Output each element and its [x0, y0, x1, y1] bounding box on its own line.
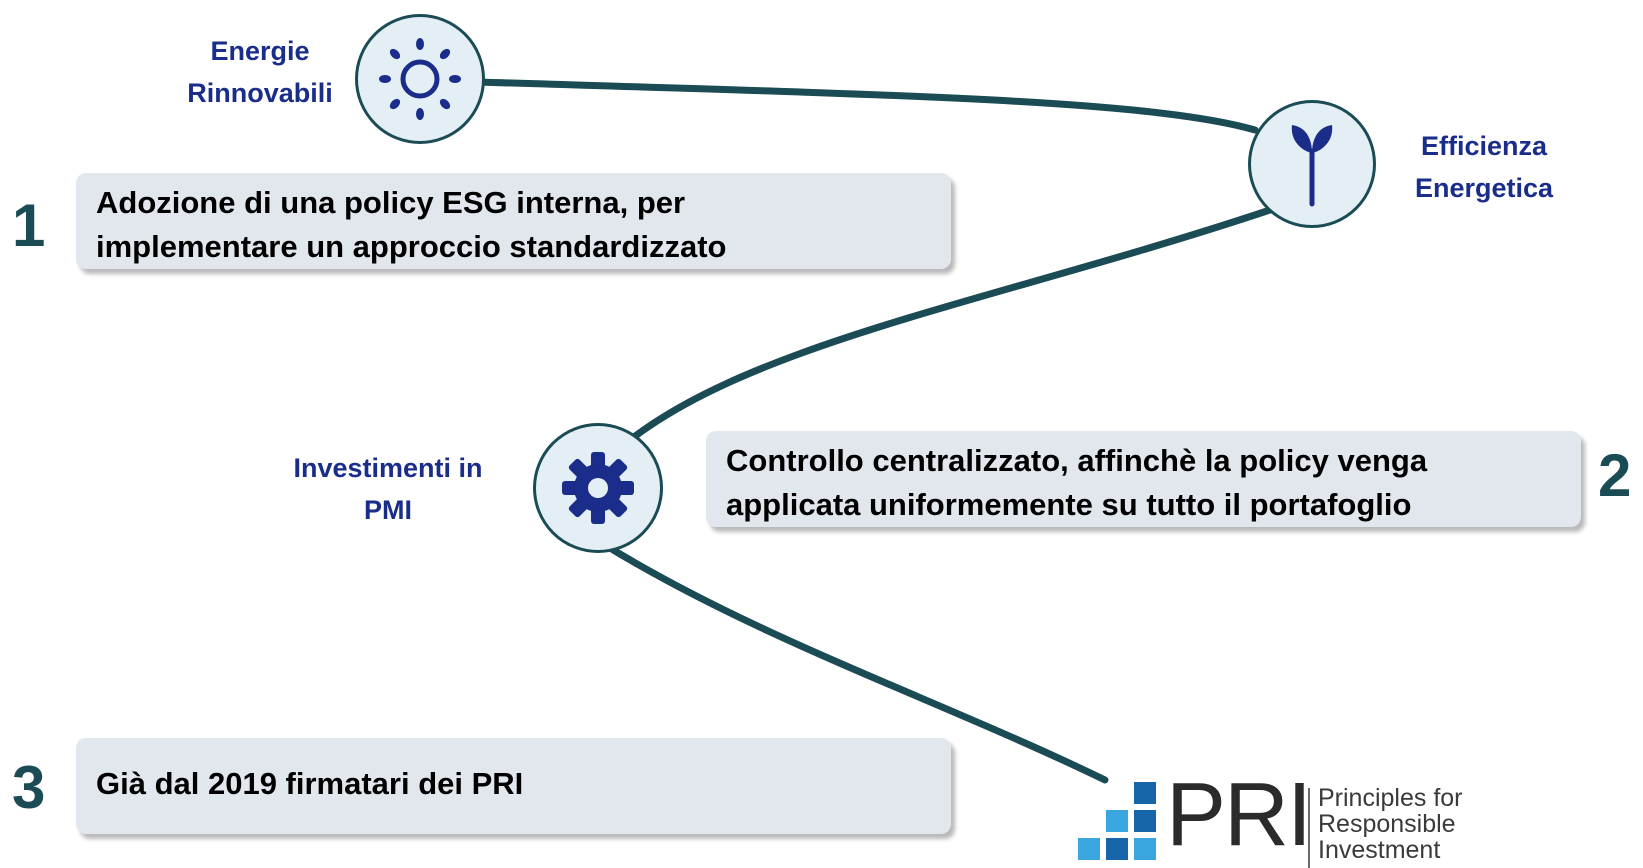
sme-investment-label-line1: Investimenti in	[293, 453, 483, 483]
sme-investment-label: Investimenti in PMI	[268, 447, 508, 531]
step-1-text-line2: implementare un approccio standardizzato	[96, 229, 727, 264]
renewable-energy-label-line2: Rinnovabili	[187, 78, 333, 108]
pri-logo-wordmark: PRI	[1166, 765, 1312, 865]
step-2-text-line1: Controllo centralizzato, affinchè la pol…	[726, 443, 1428, 478]
renewable-energy-label: Energie Rinnovabili	[160, 30, 360, 114]
energy-efficiency-label: Efficienza Energetica	[1384, 125, 1584, 209]
pri-logo-tagline-line3: Investment	[1318, 836, 1441, 864]
pri-logo-divider	[1308, 788, 1310, 868]
pri-logo-tagline: Principles for Responsible Investment	[1318, 785, 1463, 863]
step-3-number: 3	[12, 754, 46, 821]
pri-logo-tagline-line1: Principles for	[1318, 784, 1463, 812]
step-1-number: 1	[12, 192, 46, 259]
pri-logo-tagline-line2: Responsible	[1318, 810, 1456, 838]
sun-icon	[379, 38, 461, 120]
step-3-box: Già dal 2019 firmatari dei PRI	[76, 738, 951, 834]
gear-icon	[562, 452, 634, 524]
renewable-energy-node	[355, 14, 485, 144]
sme-investment-node	[533, 423, 663, 553]
energy-efficiency-node	[1248, 100, 1376, 228]
pri-logo-grid-icon	[1078, 782, 1156, 860]
step-2-number: 2	[1598, 442, 1632, 509]
step-2-box: Controllo centralizzato, affinchè la pol…	[706, 431, 1581, 527]
pri-logo: PRI Principles for Responsible Investmen…	[1076, 770, 1476, 868]
renewable-energy-label-line1: Energie	[210, 36, 310, 66]
step-1-box: Adozione di una policy ESG interna, per …	[76, 173, 951, 269]
energy-efficiency-label-line1: Efficienza	[1420, 131, 1548, 161]
sprout-icon	[1291, 125, 1333, 207]
step-2-text-line2: applicata uniformemente su tutto il port…	[726, 487, 1412, 522]
sme-investment-label-line2: PMI	[363, 495, 412, 525]
step-3-text-line1: Già dal 2019 firmatari dei PRI	[96, 766, 524, 801]
energy-efficiency-label-line2: Energetica	[1414, 173, 1554, 203]
step-1-text-line1: Adozione di una policy ESG interna, per	[96, 185, 686, 220]
